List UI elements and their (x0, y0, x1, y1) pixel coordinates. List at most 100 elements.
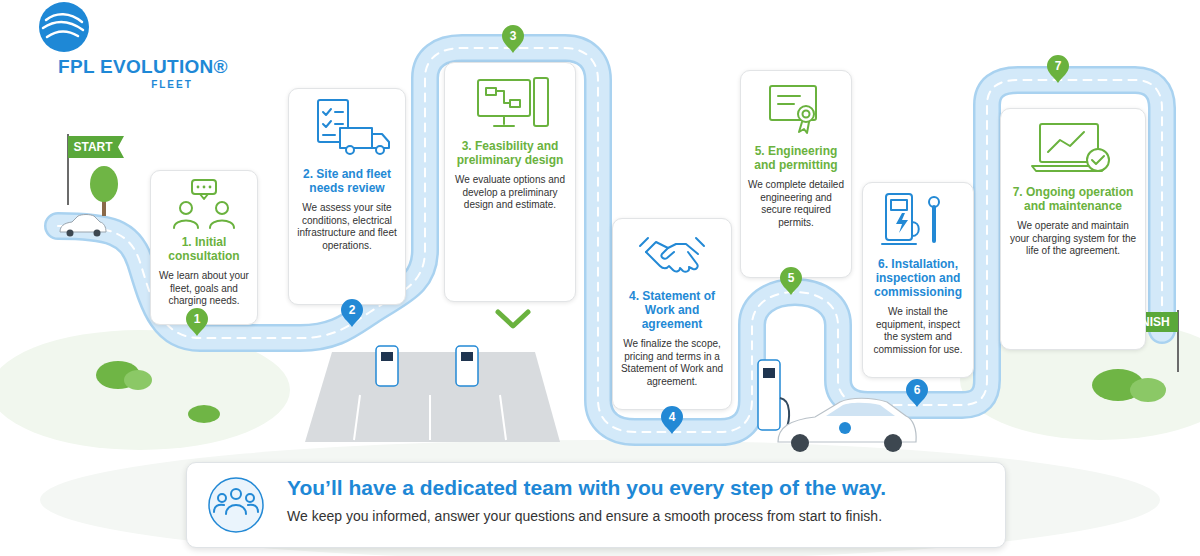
check-mark (1092, 156, 1104, 164)
step-description: We finalize the scope, pricing and terms… (620, 338, 724, 388)
design-icon (478, 78, 548, 126)
person-head (180, 202, 192, 214)
speech-tail (200, 194, 208, 199)
tree (90, 166, 118, 202)
bush (1130, 378, 1166, 402)
person-head (216, 202, 228, 214)
parking-lot (305, 352, 560, 442)
logo-text: FPL EVOLUTION® (58, 56, 248, 78)
step-title: 2. Site and fleet needs review (296, 167, 398, 195)
speech-dot (197, 186, 200, 189)
person-head (231, 489, 241, 499)
road-edge (58, 48, 1162, 432)
person-body (214, 505, 224, 512)
step-card: 7. Ongoing operation and maintenanceWe o… (1000, 108, 1146, 350)
step-card: 1. Initial consultationWe learn about yo… (150, 170, 258, 325)
wrench-handle (932, 207, 936, 241)
flag-label: START (68, 137, 118, 157)
person-head (218, 494, 226, 502)
monitor-stand (494, 116, 514, 126)
check-circle (1087, 149, 1109, 171)
person-body (174, 221, 198, 229)
person-body (210, 221, 234, 229)
installation-icon (882, 194, 939, 244)
charger (376, 346, 398, 386)
cuff (640, 238, 704, 246)
step-description: We keep you informed, answer your questi… (287, 507, 989, 525)
pin-number: 6 (906, 381, 928, 399)
charger (758, 360, 780, 430)
team-icon (209, 478, 263, 532)
ground-patch (40, 440, 1160, 556)
team-people (214, 489, 258, 514)
hand-bottom (646, 252, 698, 272)
consultation-icon (174, 180, 234, 228)
car-wheel (884, 434, 902, 452)
step-title: You’ll have a dedicated team with you ev… (287, 475, 989, 501)
map-pin (502, 25, 524, 53)
parking-line (354, 395, 360, 440)
charger-screen (461, 352, 473, 361)
seal (798, 106, 814, 122)
person-body (226, 505, 246, 514)
speech-dot (209, 186, 212, 189)
handshake-icon (640, 238, 704, 272)
truck-wheel (346, 146, 354, 154)
step-title: 3. Feasibility and preliminary design (452, 139, 568, 167)
parking-line (429, 395, 431, 440)
car-wheel (94, 230, 101, 237)
certificate-lines (778, 96, 800, 104)
map-pin (906, 379, 928, 407)
pin-number: 4 (661, 408, 683, 426)
logo-subtitle: FLEET (132, 79, 212, 91)
wrench-head (929, 197, 939, 207)
lightning-bolt (896, 213, 908, 233)
step-description: We evaluate options and develop a prelim… (452, 174, 568, 212)
map-pin (661, 406, 683, 434)
road-centerline (58, 48, 1162, 432)
road-surface (58, 48, 1162, 432)
seal-ribbon (799, 122, 809, 133)
step-description: We complete detailed engineering and sec… (748, 179, 844, 229)
step-title: 1. Initial consultation (158, 235, 250, 263)
car-window (826, 403, 895, 416)
maintenance-icon (1032, 124, 1109, 171)
step-title: 4. Statement of Work and agreement (620, 289, 724, 331)
trend-line (1048, 132, 1084, 152)
charger-screen (381, 352, 393, 361)
car (60, 215, 106, 233)
step-description: We install the equipment, inspect the sy… (870, 306, 966, 356)
step-title: 7. Ongoing operation and maintenance (1008, 185, 1138, 213)
logo-mark (39, 2, 89, 52)
laptop-screen (1040, 124, 1098, 162)
step-card: 5. Engineering and permittingWe complete… (740, 70, 852, 278)
monitor (478, 80, 530, 116)
charger-screen (763, 368, 775, 378)
charger-cable (912, 222, 919, 236)
speech-bubble (192, 180, 216, 194)
charger-outline (886, 194, 912, 240)
flow-line (496, 91, 510, 103)
logo-swoosh (43, 14, 83, 37)
speech-dot (203, 186, 206, 189)
pin-number: 3 (502, 27, 524, 45)
charger-base (882, 243, 916, 245)
charger-screen (891, 200, 907, 210)
step-title: 6. Installation, inspection and commissi… (870, 257, 966, 299)
seal-center (803, 111, 810, 118)
permit-icon (770, 86, 816, 133)
step-card: 3. Feasibility and preliminary design We … (444, 62, 576, 302)
bush (188, 405, 220, 423)
step-description: We assess your site conditions, electric… (296, 202, 398, 252)
review-icon (318, 100, 389, 154)
map-pin (341, 299, 363, 327)
step-card: 4. Statement of Work and agreement We fin… (612, 218, 732, 410)
truck-cab (372, 134, 389, 148)
team-badge (209, 478, 263, 532)
certificate (770, 86, 816, 120)
start-flag (68, 136, 124, 158)
document (318, 100, 348, 142)
thumb (661, 248, 674, 259)
charger (456, 346, 478, 386)
